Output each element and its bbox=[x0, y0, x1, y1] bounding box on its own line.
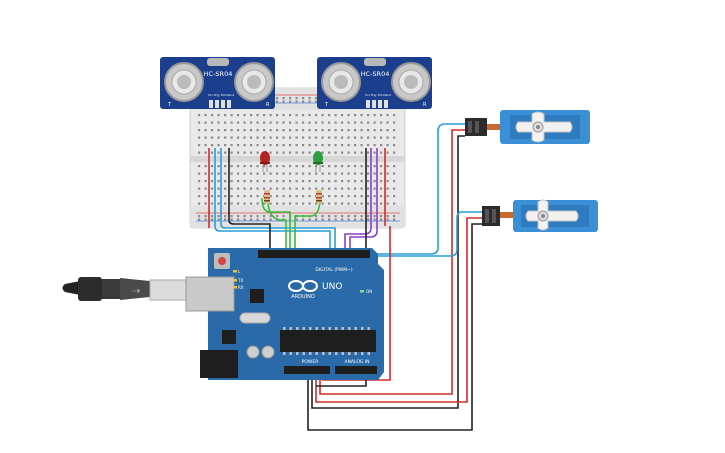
wire-purple-b bbox=[349, 148, 378, 250]
sensor-pin-trig: Trig bbox=[370, 93, 376, 97]
servo2-wire-gnd bbox=[307, 223, 482, 431]
voltage-regulator bbox=[222, 330, 236, 344]
usb-chip bbox=[250, 289, 264, 303]
sensor-model-label: HC-SR04 bbox=[361, 70, 390, 78]
usb-b-port bbox=[185, 276, 235, 312]
sensor-model-label: HC-SR04 bbox=[204, 70, 233, 78]
sensor-pin-vcc: Vcc bbox=[208, 93, 214, 97]
tx-label: TX bbox=[237, 278, 243, 283]
servo1-wire-signal bbox=[354, 123, 465, 255]
sensor-mark-t: T bbox=[324, 102, 329, 108]
ultrasonic-sensor-right[interactable]: HC-SR04 Vcc Trig Echo Gnd T R bbox=[317, 57, 432, 109]
wire-cyan-left-a bbox=[214, 148, 331, 250]
digital-header bbox=[258, 250, 370, 258]
wire-cyan-left-b bbox=[220, 148, 336, 250]
atmega-microcontroller bbox=[280, 330, 376, 352]
sensor-mark-r: R bbox=[423, 102, 427, 108]
ultrasonic-sensor-left[interactable]: HC-SR04 Vcc Trig Echo Gnd T R bbox=[160, 57, 275, 109]
sensor-mark-t: T bbox=[167, 102, 172, 108]
power-label: POWER bbox=[302, 359, 319, 365]
usb-plug-icon[interactable]: ⇢ bbox=[62, 277, 187, 301]
sensor-pin-gnd: Gnd bbox=[228, 93, 234, 97]
resistor-left[interactable] bbox=[264, 190, 270, 204]
infinity-logo-icon bbox=[288, 280, 318, 292]
servo-motor-bottom[interactable] bbox=[482, 199, 598, 232]
led-red[interactable] bbox=[260, 151, 270, 172]
arduino-uno-board[interactable]: DIGITAL (PWM~) ARDUINO UNO ON L TX RX PO… bbox=[185, 248, 384, 380]
capacitor-2 bbox=[261, 345, 275, 359]
analog-label: ANALOG IN bbox=[344, 359, 369, 365]
wire-purple-a bbox=[344, 148, 372, 250]
arduino-brand: ARDUINO bbox=[291, 294, 315, 300]
power-header bbox=[284, 366, 330, 374]
wire-black-left bbox=[228, 148, 271, 250]
breadboard-wires bbox=[208, 148, 386, 250]
servo2-wire-signal bbox=[360, 211, 482, 257]
sensor-pin-trig: Trig bbox=[213, 93, 219, 97]
analog-header bbox=[335, 366, 377, 374]
rx-label: RX bbox=[238, 285, 244, 290]
dc-power-jack bbox=[200, 350, 238, 378]
led-green[interactable] bbox=[313, 151, 323, 172]
resistor-right[interactable] bbox=[316, 190, 322, 204]
l-label: L bbox=[238, 269, 241, 274]
sensor-pin-vcc: Vcc bbox=[365, 93, 371, 97]
servo-motor-top[interactable] bbox=[465, 110, 590, 144]
sensor-mark-r: R bbox=[266, 102, 270, 108]
arduino-model: UNO bbox=[322, 282, 342, 292]
sensor-pin-echo: Echo bbox=[378, 93, 385, 97]
on-label: ON bbox=[366, 289, 372, 294]
crystal-oscillator bbox=[239, 312, 271, 324]
wire-green-c bbox=[267, 199, 287, 250]
sensor-pin-echo: Echo bbox=[221, 93, 228, 97]
sensor-pin-gnd: Gnd bbox=[385, 93, 391, 97]
ic-pins bbox=[283, 327, 370, 355]
digital-label: DIGITAL (PWM~) bbox=[315, 267, 353, 273]
svg-text:⇢: ⇢ bbox=[132, 286, 140, 297]
servo2-wire-vcc bbox=[315, 217, 482, 403]
capacitor-1 bbox=[246, 345, 260, 359]
servo1-wire-gnd bbox=[311, 135, 465, 409]
